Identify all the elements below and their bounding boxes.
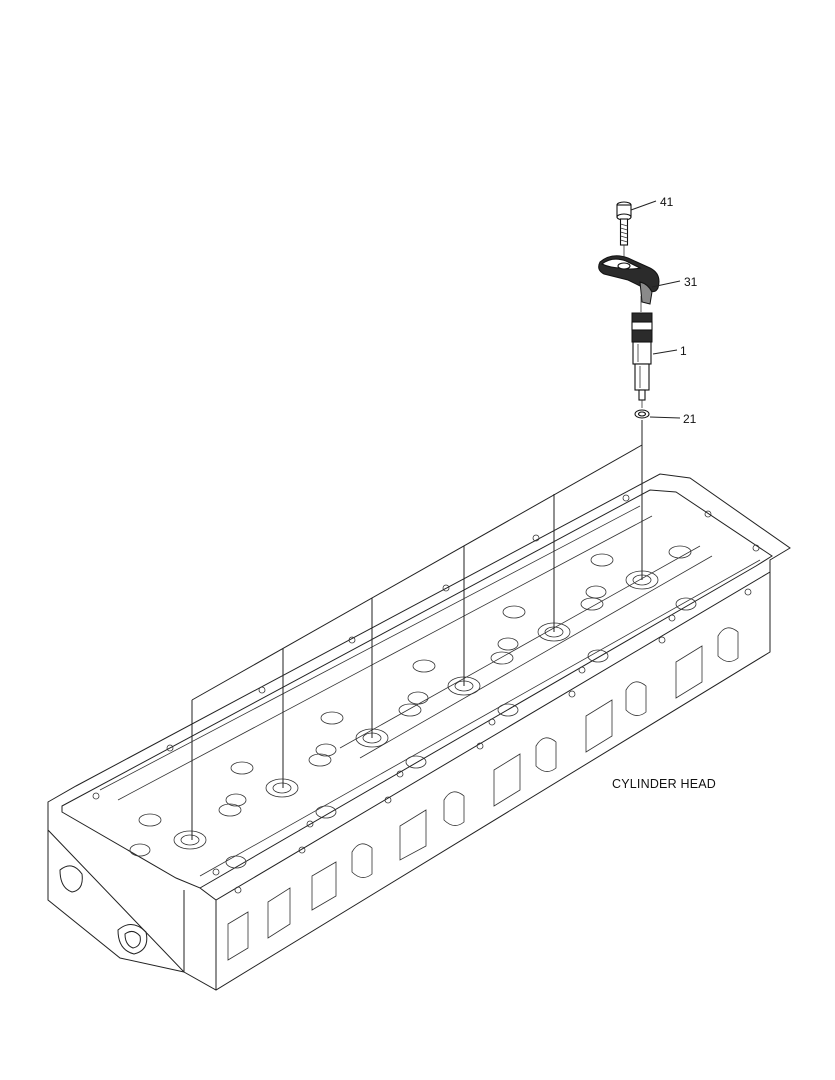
callout-1[interactable]: 1: [680, 344, 687, 358]
callout-leaders: [630, 200, 681, 419]
part-31-clamp[interactable]: [598, 255, 660, 312]
callout-21[interactable]: 21: [683, 412, 697, 426]
cylinder-head-label: CYLINDER HEAD: [612, 777, 716, 791]
callout-41[interactable]: 41: [660, 195, 674, 209]
callout-31[interactable]: 31: [684, 275, 698, 289]
cylinder-head[interactable]: [47, 473, 791, 991]
injector-bore-leaders: [191, 420, 643, 840]
part-41-bolt[interactable]: [616, 201, 632, 258]
part-21-washer[interactable]: [634, 409, 650, 419]
part-1-injector[interactable]: [631, 312, 653, 408]
